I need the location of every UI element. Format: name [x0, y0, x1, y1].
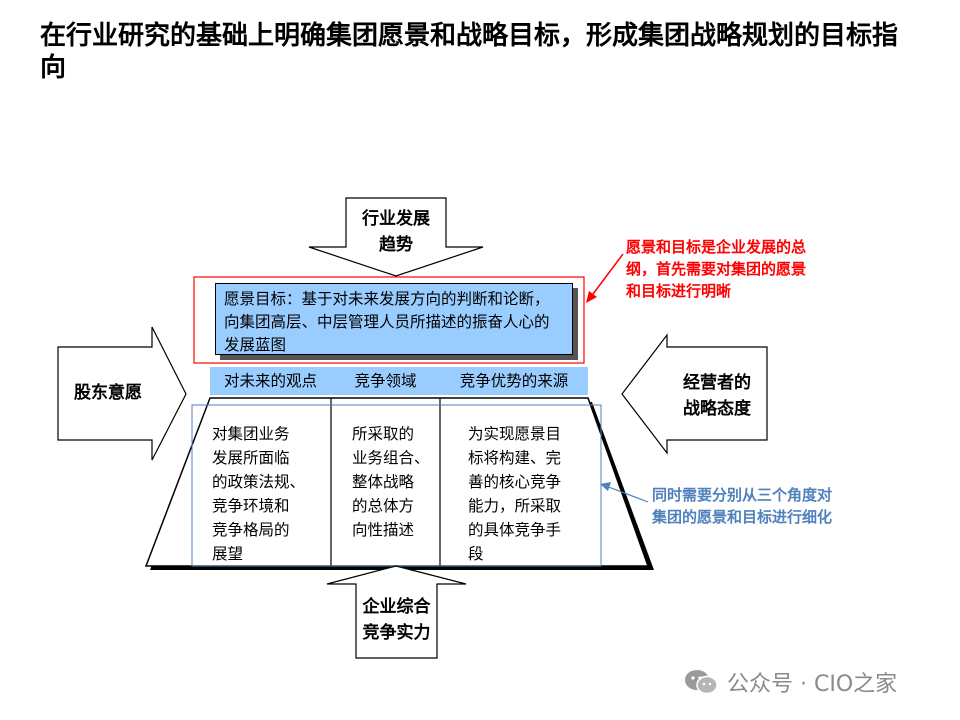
watermark: 公众号 · CIO之家: [683, 666, 897, 698]
trapezoid-base: [144, 397, 650, 567]
arrow-up-bottom: [326, 565, 467, 659]
arrow-bottom-label: 企业综合 竞争实力: [362, 597, 431, 643]
wechat-icon: [685, 670, 718, 695]
watermark-text: 公众号 · CIO之家: [727, 672, 898, 697]
vision-highlight-box: [193, 276, 585, 364]
column-text-advantage: 为实现愿景目 标将构建、完 善的核心竞争 能力，所采取 的具体竞争手 段: [468, 425, 562, 563]
red-callout-line: [589, 253, 624, 299]
blue-callout-line: [605, 485, 649, 503]
page-title: 在行业研究的基础上明确集团愿景和战略目标，形成集团战略规划的目标指向: [40, 21, 899, 83]
red-callout-arrowhead: [586, 291, 597, 303]
band-cell-outlook: 对未来的观点: [210, 367, 331, 395]
column-text-outlook: 对集团业务 发展所面临 的政策法规、 竞争环境和 竞争格局的 展望: [212, 425, 306, 563]
arrow-right-label: 经营者的 战略态度: [683, 373, 751, 419]
blue-note: 同时需要分别从三个角度对 集团的愿景和目标进行细化: [652, 486, 833, 526]
arrow-left-right: [621, 333, 768, 455]
band-cell-advantage: 竞争优势的来源: [440, 367, 588, 395]
arrow-left-label: 股东意愿: [74, 383, 142, 403]
vision-box: 愿景目标：基于对未来发展方向的判断和论断，向集团高层、中层管理人员所描述的振奋人…: [215, 283, 573, 355]
arrow-top-label: 行业发展 趋势: [362, 209, 430, 255]
band-cell-arena: 竞争领域: [331, 367, 440, 395]
arrow-down-top: [308, 197, 484, 277]
blue-callout-arrowhead: [600, 482, 611, 491]
column-text-arena: 所采取的 业务组合、 整体战略 的总体方 向性描述: [352, 425, 430, 539]
red-note: 愿景和目标是企业发展的总 纲，首先需要对集团的愿景 和目标进行明晰: [626, 238, 807, 300]
arrow-right-left: [57, 326, 187, 461]
